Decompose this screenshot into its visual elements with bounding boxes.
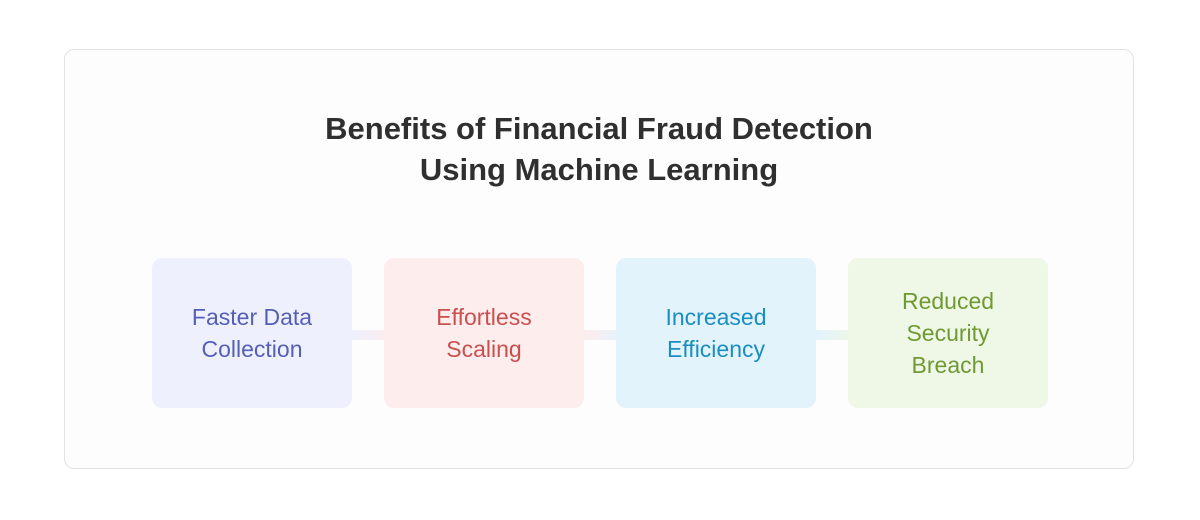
benefits-flow: Faster Data Collection Effortless Scalin… xyxy=(65,258,1133,408)
connector-2-3 xyxy=(584,330,624,340)
title-line-2: Using Machine Learning xyxy=(419,152,779,187)
benefit-label: Reduced Security Breach xyxy=(901,288,995,378)
connector-3-4 xyxy=(816,330,856,340)
connector-1-2 xyxy=(352,330,392,340)
benefit-label: Increased Efficiency xyxy=(665,304,767,362)
diagram-title: Benefits of Financial Fraud Detection Us… xyxy=(65,108,1133,190)
benefit-label: Faster Data Collection xyxy=(191,304,313,362)
benefit-effortless-scaling: Effortless Scaling xyxy=(384,258,584,408)
benefit-reduced-security-breach: Reduced Security Breach xyxy=(848,258,1048,408)
benefit-label: Effortless Scaling xyxy=(436,304,532,362)
benefit-faster-data-collection: Faster Data Collection xyxy=(152,258,352,408)
diagram-card: Benefits of Financial Fraud Detection Us… xyxy=(64,49,1134,469)
benefit-increased-efficiency: Increased Efficiency xyxy=(616,258,816,408)
title-line-1: Benefits of Financial Fraud Detection xyxy=(325,111,873,146)
